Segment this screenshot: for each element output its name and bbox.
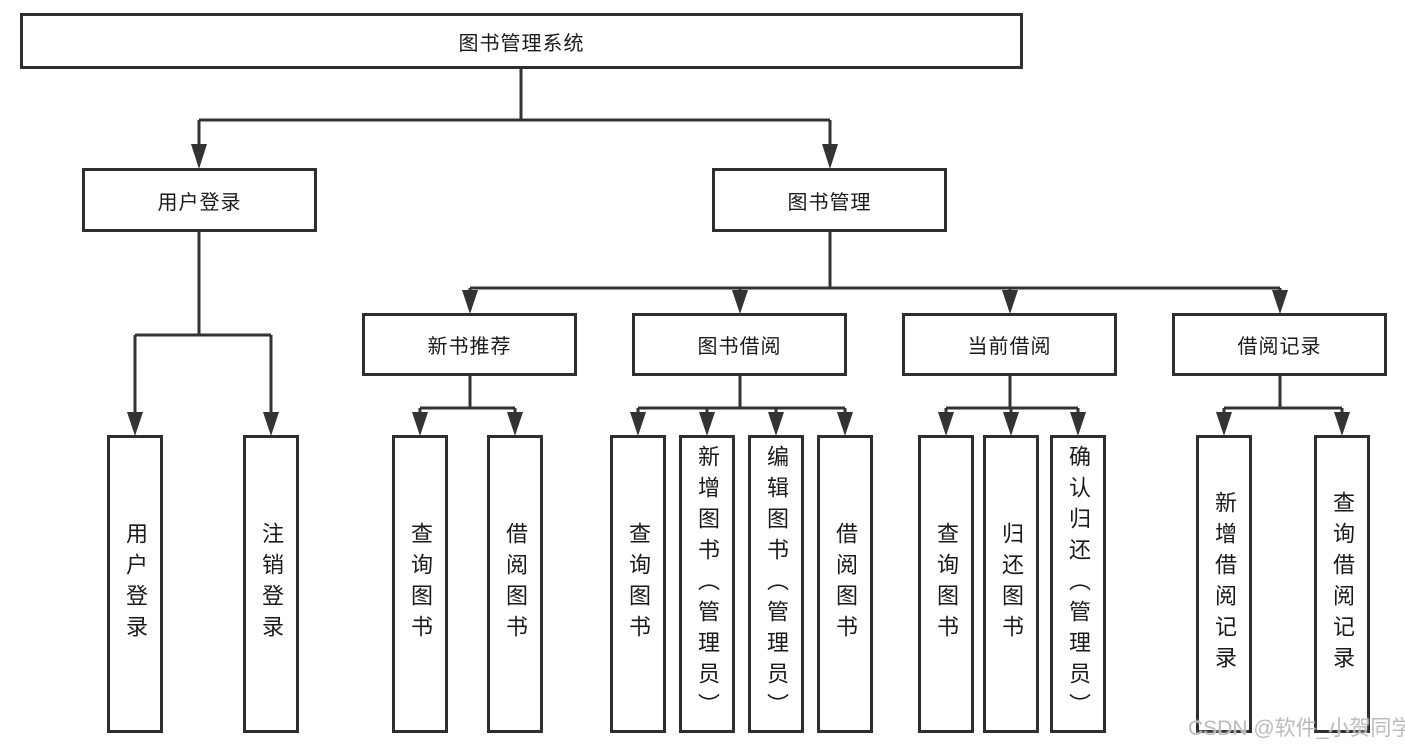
leaf-borrow-books: 借阅图书 — [817, 435, 873, 733]
leaf-query-books-recommend: 查询图书 — [392, 435, 448, 733]
node-label: 查询图书 — [408, 522, 433, 646]
node-label: 注销登录 — [259, 522, 284, 646]
node-book-borrowing: 图书借阅 — [632, 313, 847, 376]
node-library-management-system: 图书管理系统 — [20, 13, 1023, 69]
node-label: 新书推荐 — [427, 336, 512, 358]
node-label: 查询图书 — [934, 522, 959, 646]
node-label: 查询借阅记录 — [1330, 491, 1355, 677]
leaf-confirm-return-admin: 确认归还（管理员） — [1050, 435, 1106, 733]
node-label: 确认归还（管理员） — [1066, 444, 1091, 724]
node-label: 新增图书（管理员） — [695, 444, 720, 724]
node-label: 当前借阅 — [967, 336, 1052, 358]
leaf-query-books-current: 查询图书 — [918, 435, 974, 733]
node-label: 图书管理系统 — [458, 32, 585, 55]
leaf-edit-books-admin: 编辑图书（管理员） — [748, 435, 804, 733]
leaf-add-books-admin: 新增图书（管理员） — [679, 435, 735, 733]
leaf-add-borrow-record: 新增借阅记录 — [1196, 435, 1252, 733]
node-current-borrowing: 当前借阅 — [902, 313, 1117, 376]
node-label: 新增借阅记录 — [1212, 491, 1237, 677]
node-label: 用户登录 — [123, 522, 148, 646]
node-label: 借阅记录 — [1237, 336, 1322, 358]
leaf-user-login: 用户登录 — [107, 435, 163, 733]
node-user-login-branch: 用户登录 — [82, 168, 317, 232]
csdn-watermark: CSDN @软件_小贺同学 — [1188, 717, 1405, 740]
leaf-query-books-borrowing: 查询图书 — [610, 435, 666, 733]
node-label: 图书管理 — [787, 191, 872, 214]
node-new-book-recommendation: 新书推荐 — [362, 313, 577, 376]
arrowheads — [127, 144, 1350, 436]
leaf-query-borrow-record: 查询借阅记录 — [1314, 435, 1370, 733]
node-label: 图书借阅 — [697, 336, 782, 358]
node-label: 查询图书 — [626, 522, 651, 646]
leaf-logout: 注销登录 — [243, 435, 299, 733]
leaf-borrow-books-recommend: 借阅图书 — [487, 435, 543, 733]
leaf-return-books: 归还图书 — [983, 435, 1039, 733]
node-label: 借阅图书 — [503, 522, 528, 646]
node-borrowing-records: 借阅记录 — [1172, 313, 1387, 376]
node-label: 编辑图书（管理员） — [764, 444, 789, 724]
node-label: 用户登录 — [157, 191, 242, 214]
node-label: 借阅图书 — [833, 522, 858, 646]
node-label: 归还图书 — [999, 522, 1024, 646]
node-book-management-branch: 图书管理 — [712, 168, 947, 232]
